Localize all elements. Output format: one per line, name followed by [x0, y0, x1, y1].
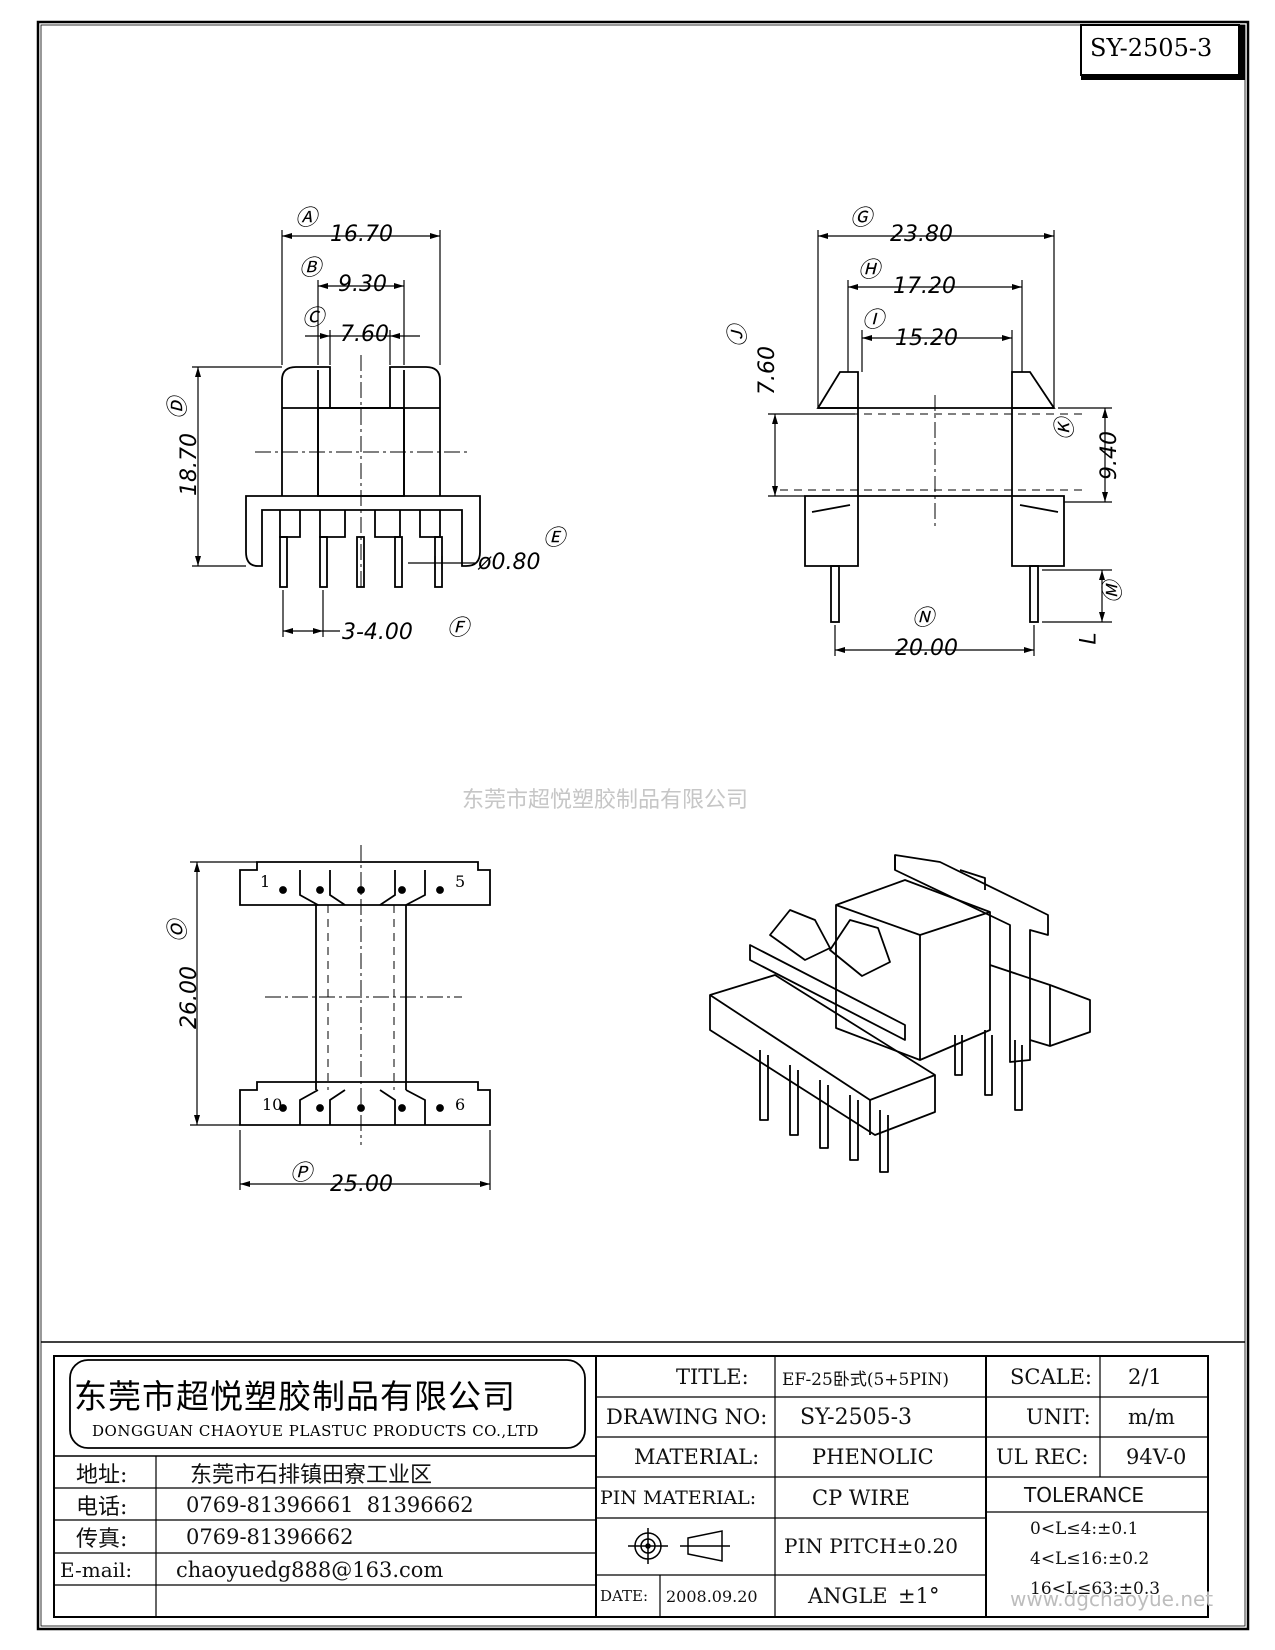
dim-value-n: 20.00 — [895, 636, 958, 661]
tolerance-row-2: 4<L≤16:±0.2 — [1030, 1549, 1150, 1569]
phone-label: 电话: — [76, 1495, 128, 1520]
dim-value-k: 9.40 — [1096, 431, 1122, 480]
material-value: PHENOLIC — [812, 1445, 934, 1469]
dim-value-o: 26.00 — [176, 966, 202, 1029]
title-label: TITLE: — [676, 1365, 749, 1389]
dim-callout-p: Ⓟ — [290, 1161, 313, 1186]
bottom-view — [239, 861, 491, 1126]
tolerance-row-1: 0<L≤4:±0.1 — [1030, 1519, 1139, 1539]
company-name-cn: 东莞市超悦塑胶制品有限公司 — [74, 1377, 516, 1416]
side-dim-lines — [768, 230, 1112, 656]
pin-label-5: 5 — [455, 872, 466, 891]
dim-callout-d: Ⓓ — [166, 396, 192, 420]
dim-callout-j: Ⓙ — [726, 324, 752, 348]
drawing-no-value: SY-2505-3 — [800, 1404, 913, 1430]
drawing-no-label: DRAWING NO: — [606, 1405, 768, 1429]
unit-value: m/m — [1128, 1405, 1175, 1429]
fax-value: 0769-81396662 — [186, 1525, 354, 1549]
bottom-dim-lines — [190, 861, 491, 1190]
company-name-en: DONGGUAN CHAOYUE PLASTUC PRODUCTS CO.,LT… — [92, 1422, 539, 1440]
tolerance-row-3: 16<L≤63:±0.3 — [1030, 1579, 1161, 1599]
email-label: E-mail: — [60, 1558, 133, 1582]
dim-callout-o: Ⓞ — [166, 919, 192, 943]
dim-callout-i: Ⓘ — [862, 308, 885, 333]
isometric-view — [709, 854, 1091, 1173]
dim-value-h: 17.20 — [893, 274, 956, 299]
dim-value-j: 7.60 — [754, 346, 780, 395]
ul-rec-value: 94V-0 — [1126, 1445, 1187, 1469]
dim-callout-a: Ⓐ — [295, 206, 318, 231]
projection-symbol — [628, 1528, 730, 1564]
title-value: EF-25卧式(5+5PIN) — [782, 1369, 949, 1390]
dim-callout-g: Ⓖ — [850, 206, 873, 231]
address-label: 地址: — [76, 1463, 128, 1488]
pin-material-label: PIN MATERIAL: — [600, 1487, 757, 1509]
tolerance-title: TOLERANCE — [1024, 1483, 1145, 1507]
scale-value: 2/1 — [1128, 1365, 1162, 1389]
material-label: MATERIAL: — [634, 1445, 760, 1469]
dim-value-e: ø0.80 — [478, 550, 541, 575]
angle-value: ±1° — [898, 1584, 940, 1608]
dim-value-m: L — [1076, 632, 1102, 645]
outer-frame — [36, 20, 1250, 1631]
ul-rec-label: UL REC: — [996, 1445, 1089, 1469]
corner-watermark: www.dgchaoyue.net — [1010, 1587, 1214, 1611]
unit-label: UNIT: — [1026, 1405, 1091, 1429]
dim-value-a: 16.70 — [330, 222, 393, 247]
dim-value-g: 23.80 — [890, 222, 953, 247]
date-label: DATE: — [600, 1587, 649, 1605]
dim-value-i: 15.20 — [895, 326, 958, 351]
dim-value-f: 3-4.00 — [342, 620, 413, 645]
title-block-grid — [53, 1355, 1209, 1618]
pin-label-6: 6 — [455, 1095, 466, 1114]
pin-label-10: 10 — [262, 1095, 283, 1114]
center-watermark: 东莞市超悦塑胶制品有限公司 — [462, 788, 749, 813]
front-dim-lines — [192, 230, 475, 637]
drawing-id: SY-2505-3 — [1090, 34, 1213, 62]
scale-label: SCALE: — [1010, 1365, 1092, 1389]
pin-material-value: CP WIRE — [812, 1486, 910, 1510]
dim-value-c: 7.60 — [340, 322, 389, 347]
dim-callout-k: Ⓚ — [1053, 417, 1079, 441]
dim-value-d: 18.70 — [176, 433, 202, 496]
email-value: chaoyuedg888@163.com — [176, 1558, 444, 1582]
dim-callout-n: Ⓝ — [912, 606, 935, 631]
pin-pitch: PIN PITCH±0.20 — [784, 1534, 958, 1558]
dim-value-b: 9.30 — [338, 272, 387, 297]
dim-callout-c: Ⓒ — [302, 306, 325, 331]
address-value: 东莞市石排镇田寮工业区 — [190, 1463, 433, 1488]
date-value: 2008.09.20 — [666, 1586, 758, 1606]
pin-label-1: 1 — [260, 872, 271, 891]
fax-label: 传真: — [76, 1527, 128, 1552]
angle-label: ANGLE — [808, 1584, 888, 1608]
dim-callout-b: Ⓑ — [299, 256, 322, 281]
dim-callout-f: Ⓕ — [447, 616, 470, 641]
dim-callout-e: Ⓔ — [543, 526, 566, 551]
front-view — [245, 366, 481, 588]
dim-callout-m: Ⓜ — [1101, 580, 1127, 604]
dim-value-p: 25.00 — [330, 1172, 393, 1197]
dim-callout-h: Ⓗ — [858, 258, 881, 283]
phone-value: 0769-81396661 81396662 — [186, 1493, 474, 1517]
